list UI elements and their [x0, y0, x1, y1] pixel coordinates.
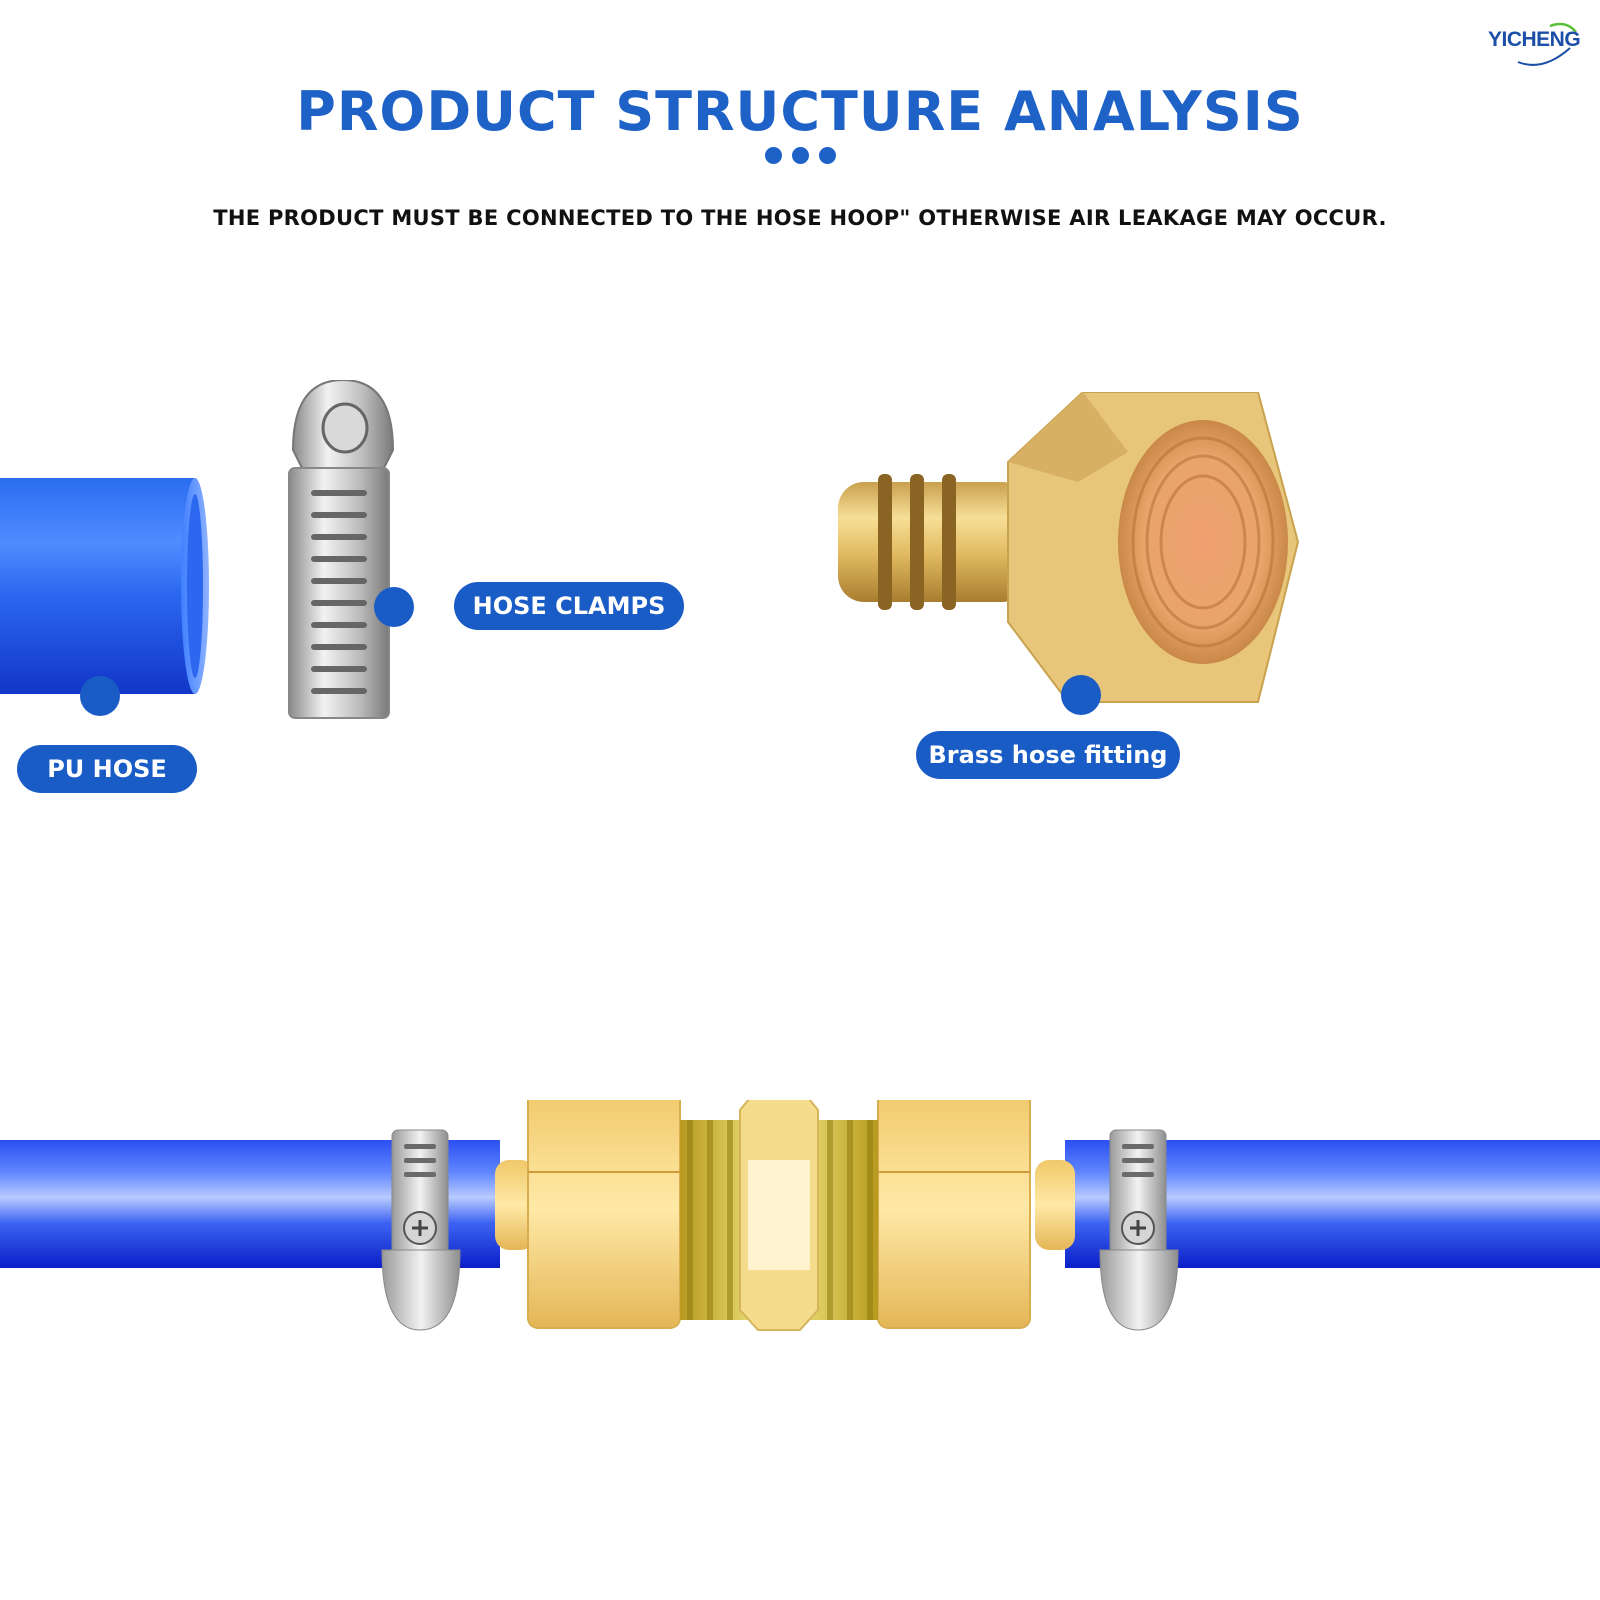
brand-logo: YICHENG	[1488, 22, 1588, 70]
right-nut	[877, 1100, 1031, 1329]
pu-hose-marker	[80, 676, 120, 716]
dot	[765, 147, 782, 164]
logo-swoosh-icon	[1517, 22, 1577, 66]
brass-fitting-icon	[838, 392, 1300, 703]
left-nut	[527, 1100, 681, 1329]
hose-clamp-marker	[374, 587, 414, 627]
dot	[792, 147, 809, 164]
page-subtitle: THE PRODUCT MUST BE CONNECTED TO THE HOS…	[213, 206, 1387, 230]
page-title: PRODUCT STRUCTURE ANALYSIS	[296, 80, 1304, 143]
title-dots	[765, 147, 837, 165]
hose-clamp-icon	[288, 380, 395, 719]
hose-clamps-label: HOSE CLAMPS	[454, 582, 684, 630]
pu-hose-label: PU HOSE	[17, 745, 197, 793]
pu-hose-icon	[0, 478, 209, 694]
dot	[819, 147, 836, 164]
right-clamp-icon	[1099, 1129, 1179, 1331]
logo-text: YICHENG	[1488, 28, 1581, 51]
left-clamp-icon	[381, 1129, 461, 1331]
brass-fitting-label: Brass hose fitting	[916, 731, 1180, 779]
assembly-illustration	[0, 1100, 1600, 1331]
brass-fitting-marker	[1061, 675, 1101, 715]
